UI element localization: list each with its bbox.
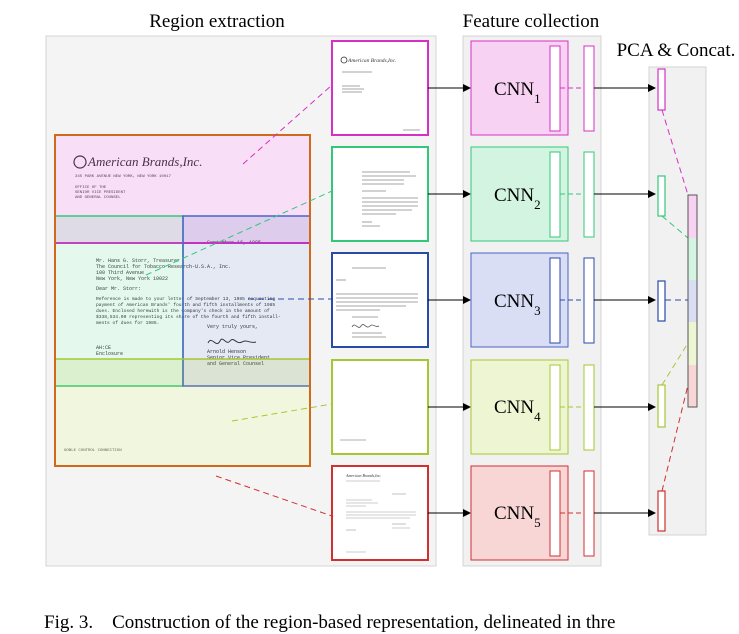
recipient-line-4: New York, New York 10022 [96, 276, 168, 282]
cnn-5-block: CNN5 [470, 465, 595, 561]
cnn-4-output-vector [583, 364, 595, 451]
cnn-3-subscript: 3 [534, 303, 541, 318]
cnn-1-subscript: 1 [534, 91, 541, 106]
cnn-2-feature-vector [549, 151, 561, 238]
office-line-2: SENIOR VICE PRESIDENT [75, 191, 126, 195]
region-4-crop [331, 359, 429, 455]
caption-text: Construction of the region-based represe… [112, 612, 616, 633]
region-4-connector [231, 403, 333, 422]
cnn-4-label: CNN [494, 397, 534, 418]
cnn-1-label: CNN [494, 79, 534, 100]
office-line-1: OFFICE OF THE [75, 186, 107, 190]
closing: Very truly yours, [207, 324, 258, 330]
pca-5-to-concat [661, 384, 689, 492]
concatenated-vector [687, 194, 698, 408]
pca-vector-2 [657, 175, 666, 217]
cnn-3-output-vector [583, 257, 595, 344]
pca-vector-5 [657, 490, 666, 532]
cnn-5-subscript: 5 [534, 515, 541, 530]
initials: AH:CE [96, 345, 111, 351]
cnn-5-output-vector [583, 470, 595, 557]
svg-text:CNN5: CNN5 [494, 503, 541, 530]
signature [207, 338, 257, 345]
cnn-2-label: CNN [494, 185, 534, 206]
cnn-5-label: CNN [494, 503, 534, 524]
cnn-4-subscript: 4 [534, 409, 541, 424]
body-line-4: $338,534.00 representing its share of th… [96, 314, 281, 320]
cnn-2-output-vector [583, 151, 595, 238]
logo-emblem-icon [73, 155, 87, 169]
region-5-overlay [54, 134, 311, 467]
signer-title-2: and General Counsel [207, 361, 264, 367]
region-5-crop: American Brands,Inc. [331, 465, 429, 561]
region-extraction-title: Region extraction [149, 11, 285, 32]
signer-title-1: Senior Vice President [207, 355, 270, 361]
cnn-5-feature-vector [549, 470, 561, 557]
pca-2-to-concat [661, 215, 689, 239]
cnn-4-feature-vector [549, 364, 561, 451]
document-footer: GOBLE CONTROL CONNECTION [64, 449, 122, 453]
region-4-overlay [54, 358, 311, 467]
pca-vector-4 [657, 384, 666, 428]
region-2-connector [145, 190, 333, 276]
body-line-1: Reference is made to your letter of Sept… [96, 296, 275, 302]
svg-text:CNN1: CNN1 [494, 79, 541, 106]
pca-concat-title: PCA & Concat. [617, 40, 736, 61]
figure-caption: Fig. 3. Construction of the region-based… [44, 612, 739, 634]
cnn-3-label: CNN [494, 291, 534, 312]
region-1-crop: American Brands,Inc. [331, 40, 429, 136]
body-line-2: payment of American Brands' fourth and f… [96, 302, 275, 308]
crop-5-logo: American Brands,Inc. [345, 473, 381, 479]
pca-1-to-concat [661, 109, 689, 196]
body-line-5: ments of dues for 1985. [96, 320, 159, 326]
cnn-1-feature-vector [549, 45, 561, 132]
cnn-1-output-vector [583, 45, 595, 132]
crop-1-logo-icon [340, 56, 348, 64]
enclosure: Enclosure [96, 351, 123, 357]
svg-text:CNN4: CNN4 [494, 397, 541, 424]
caption-figure-number: Fig. 3. [44, 612, 94, 633]
office-line-3: AND GENERAL COUNSEL [75, 196, 121, 200]
svg-text:CNN2: CNN2 [494, 185, 541, 212]
feature-collection-title: Feature collection [463, 11, 600, 32]
pca-vector-3 [657, 280, 666, 322]
cnn-1-block: CNN1 [470, 40, 595, 136]
cnn-3-block: CNN3 [470, 252, 595, 348]
recipient-line-2: The Council for Tobacco Research-U.S.A.,… [96, 264, 231, 270]
recipient-line-1: Mr. Hans G. Storr, Treasurer [96, 258, 180, 264]
company-logo: American Brands,Inc. [87, 154, 202, 169]
pca-4-to-concat [661, 342, 689, 386]
salutation: Dear Mr. Storr: [96, 286, 141, 292]
region-5-connector [215, 475, 333, 517]
svg-text:CNN3: CNN3 [494, 291, 541, 318]
region-2-crop [331, 146, 429, 242]
pca-vector-1 [657, 68, 666, 111]
crop-1-logo: American Brands,Inc. [347, 58, 396, 64]
cnn-3-feature-vector [549, 257, 561, 344]
signer-name: Arnold Henson [207, 349, 246, 355]
region-2-overlay [54, 215, 184, 387]
cnn-2-block: CNN2 [470, 146, 595, 242]
cnn-4-block: CNN4 [470, 359, 595, 455]
region-3-crop [331, 252, 429, 348]
region-3-overlay [182, 215, 311, 387]
company-address: 245 PARK AVENUE NEW YORK, NEW YORK 10017 [75, 175, 172, 179]
recipient-line-3: 100 Third Avenue [96, 270, 144, 276]
cnn-2-subscript: 2 [534, 197, 541, 212]
